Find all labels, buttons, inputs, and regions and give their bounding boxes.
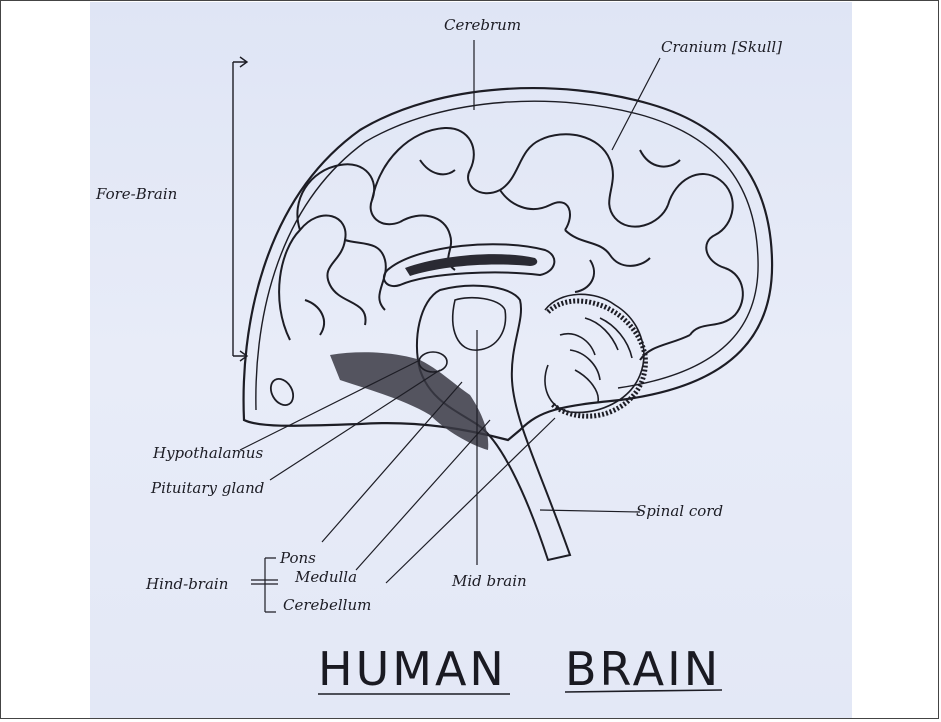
label-cranium: Cranium [Skull]	[661, 38, 782, 56]
midbrain-region	[453, 298, 506, 350]
fore-brain-bracket	[233, 57, 247, 361]
label-medulla: Medulla	[294, 568, 357, 586]
sinus-blob	[266, 375, 297, 409]
label-hind-brain: Hind-brain	[145, 575, 228, 593]
label-cerebellum: Cerebellum	[283, 596, 371, 614]
label-pons: Pons	[279, 549, 316, 567]
hindbrain-arrows	[251, 558, 278, 612]
label-hypothalamus: Hypothalamus	[152, 444, 263, 462]
hypothalamus-pointer	[240, 360, 420, 450]
pointer-lines	[240, 40, 660, 612]
label-spinal-cord: Spinal cord	[636, 502, 723, 520]
cerebellum-drawing	[545, 294, 644, 412]
pituitary-region	[330, 352, 488, 450]
pons-pointer	[322, 382, 462, 542]
label-cerebrum: Cerebrum	[444, 16, 521, 34]
label-mid-brain: Mid brain	[451, 572, 527, 590]
label-fore-brain: Fore-Brain	[95, 185, 177, 203]
title-word-human: HUMAN	[318, 642, 507, 696]
label-pituitary: Pituitary gland	[150, 479, 264, 497]
title-word-brain: BRAIN	[565, 642, 721, 696]
